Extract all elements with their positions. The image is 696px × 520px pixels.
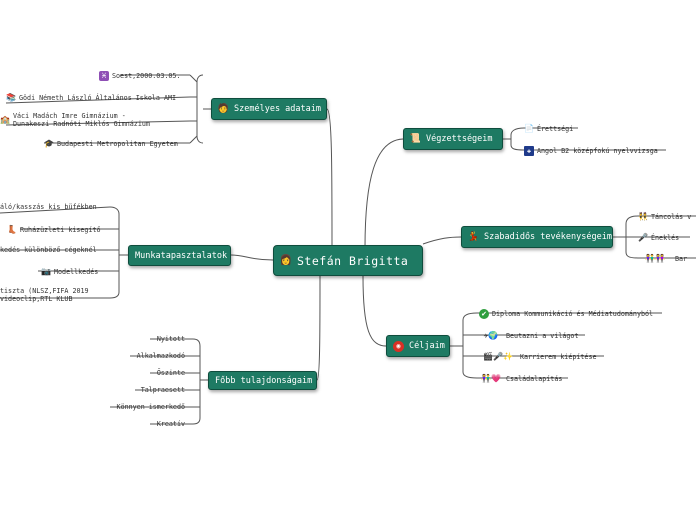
freetime-item-singing[interactable]: 🎤 Éneklés	[638, 233, 680, 243]
branch-personal-label: Személyes adataim	[234, 104, 321, 114]
branch-education[interactable]: 📜 Végzettségeim	[403, 128, 503, 150]
link-root-freetime	[422, 236, 462, 245]
film-mic-icon: 🎬🎤✨	[483, 352, 513, 361]
personal-item-school1[interactable]: 📚 Gödi Németh László Általános Iskola AM…	[6, 93, 177, 103]
personal-item-birth[interactable]: ♓ Soest,2000.03.05.	[99, 71, 180, 81]
education-item-graduation[interactable]: 📄 Érettségi	[524, 124, 574, 134]
people-group-icon: 👫👭	[645, 254, 665, 263]
branch-work-label: Munkatapasztalatok	[135, 250, 228, 261]
graduation-cap-icon: 🎓	[44, 139, 54, 148]
branch-traits-label: Főbb tulajdonságaim	[215, 375, 313, 386]
link-root-work	[230, 254, 274, 261]
trait-item-adaptive[interactable]: Alkalmazkodó	[136, 352, 185, 360]
dancer-icon: 💃	[467, 231, 480, 242]
root-label: Stefán Brigitta	[297, 253, 409, 268]
trait-item-resourceful[interactable]: Talpraesett	[140, 386, 185, 394]
dancing-people-icon: 👯	[638, 212, 648, 221]
goal-item-family[interactable]: 👫💗 Családalapítás	[479, 374, 562, 384]
microphone-icon: 🎤	[638, 233, 648, 242]
certificate-icon: 📜	[409, 133, 422, 144]
work-item-extra[interactable]: tiszta (NLSZ,FIFA 2019 videoclip,RTL KLU…	[0, 287, 89, 303]
books-icon: 📚	[6, 93, 16, 102]
link-root-traits	[316, 275, 321, 381]
freetime-item-dance[interactable]: 👯 Táncolás v	[638, 212, 692, 222]
branch-work[interactable]: Munkatapasztalatok	[128, 245, 231, 266]
person-portrait-icon: 👩	[279, 254, 293, 266]
uk-flag-icon: ✚	[524, 146, 534, 156]
trait-item-open[interactable]: Nyitott	[156, 335, 185, 343]
link-root-goals	[362, 275, 387, 347]
person-face-icon: 🧑	[217, 103, 230, 114]
target-icon: ◉	[393, 340, 404, 352]
goal-item-travel[interactable]: ✈🌍 Beutazni a világot	[479, 331, 579, 341]
goal-item-career[interactable]: 🎬🎤✨ Karrierem kiépítése	[479, 352, 596, 362]
link-root-education	[364, 138, 404, 249]
pisces-icon: ♓	[99, 71, 109, 81]
personal-item-school2[interactable]: 🏫 Váci Madách Imre Gimnázium - Dunakeszi…	[0, 112, 150, 128]
branch-freetime[interactable]: 💃 Szabadidős tevékenységeim	[461, 226, 613, 248]
work-item-clothing[interactable]: 👢 Ruházüzleti kisegítő	[7, 225, 101, 235]
airplane-globe-icon: ✈🌍	[483, 331, 499, 340]
document-icon: 📄	[524, 124, 534, 133]
trait-item-honest[interactable]: Őszinte	[156, 369, 185, 377]
link-root-personal	[326, 108, 333, 249]
branch-goals-label: Céljaim	[409, 341, 445, 351]
checkmark-icon: ✔	[479, 309, 489, 319]
branch-personal[interactable]: 🧑 Személyes adataim	[211, 98, 327, 120]
family-heart-icon: 👫💗	[481, 374, 501, 383]
root-node[interactable]: 👩 Stefán Brigitta	[273, 245, 423, 276]
work-item-modelling[interactable]: 📷 Modellkedés	[41, 267, 99, 277]
trait-item-sociable[interactable]: Könnyen ismerkedő	[116, 403, 185, 411]
work-item-cashier[interactable]: áló/kasszás kis büfékben	[0, 203, 97, 211]
trait-item-creative[interactable]: Kreatív	[156, 420, 185, 428]
work-item-promo[interactable]: kedés különböző cégeknél	[0, 246, 97, 254]
school-icon: 🏫	[0, 115, 10, 124]
branch-goals[interactable]: ◉ Céljaim	[386, 335, 450, 357]
education-item-language[interactable]: ✚ Angol B2 középfokú nyelvvizsga	[524, 146, 658, 156]
boot-icon: 👢	[7, 225, 17, 234]
branch-education-label: Végzettségeim	[426, 134, 493, 144]
personal-item-university[interactable]: 🎓 Budapesti Metropolitan Egyetem	[44, 139, 178, 149]
camera-icon: 📷	[41, 267, 51, 276]
goal-item-diploma[interactable]: ✔ Diploma Kommunikáció és Médiatudományb…	[479, 309, 653, 319]
freetime-item-friends[interactable]: 👫👭 Bar	[638, 254, 687, 264]
branch-freetime-label: Szabadidős tevékenységeim	[484, 232, 612, 242]
branch-traits[interactable]: Főbb tulajdonságaim	[208, 371, 317, 390]
